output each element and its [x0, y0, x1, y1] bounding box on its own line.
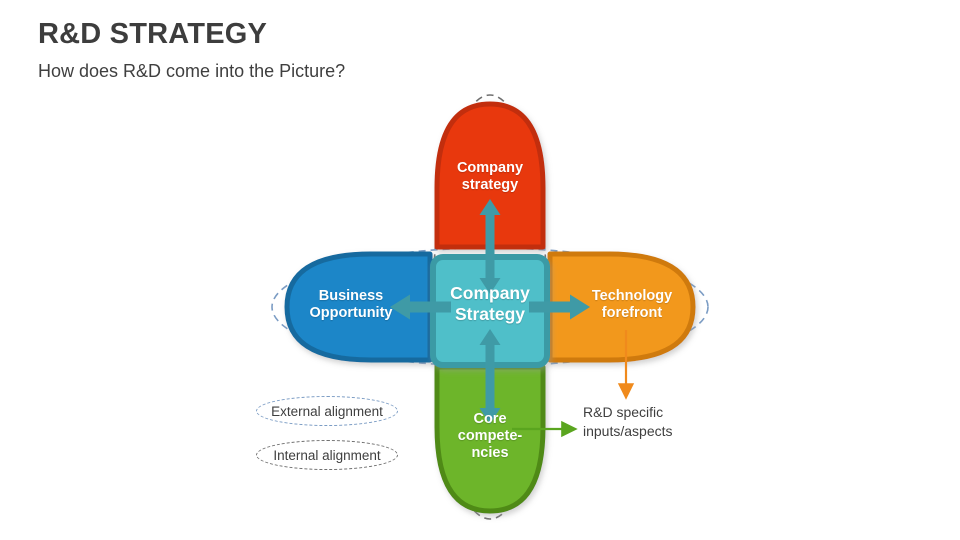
arrow-right-to-technology-forefront — [529, 294, 590, 320]
flow-arrows — [390, 199, 590, 424]
petal-core-competencies[interactable] — [434, 364, 546, 514]
legend-label-internal: Internal alignment — [273, 447, 381, 463]
external-alignment-ellipse — [271, 247, 709, 367]
annotation-line1: R&D specific — [583, 404, 664, 420]
legend-label-external: External alignment — [271, 403, 383, 419]
header: R&D STRATEGY How does R&D come into the … — [38, 18, 738, 83]
legend-ellipse-internal — [256, 440, 398, 470]
legend-item-external-alignment: External alignment — [256, 396, 398, 426]
arrow-left-to-business-opportunity — [390, 294, 451, 320]
page-subtitle: How does R&D come into the Picture? — [38, 61, 346, 82]
petal-technology-forefront[interactable] — [547, 251, 696, 363]
arrow-up-to-company-strategy — [479, 199, 501, 294]
annotation-connectors — [512, 330, 635, 438]
petal-business-opportunity[interactable] — [284, 251, 433, 363]
arrow-down-to-core-competencies — [479, 329, 501, 424]
legend-ellipse-external — [256, 396, 398, 426]
legend-item-internal-alignment: Internal alignment — [256, 440, 398, 470]
petal-company-strategy[interactable] — [434, 101, 546, 250]
annotation-line2: inputs/aspects — [583, 422, 673, 439]
page-title: R&D STRATEGY — [38, 18, 268, 50]
annotation-rnd-specific-inputs: R&D specific inputs/aspects — [583, 403, 763, 441]
